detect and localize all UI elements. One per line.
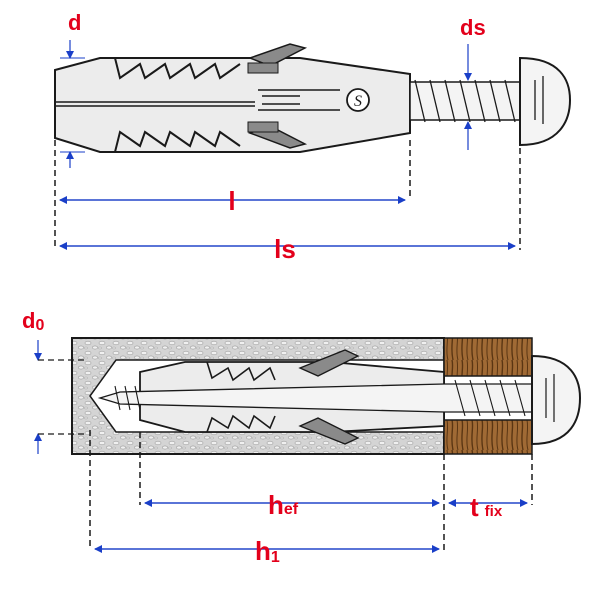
plug-body-top: [54, 57, 411, 153]
label-h1: h1: [255, 536, 280, 566]
dimension-hef: hef: [144, 490, 440, 520]
svg-text:S: S: [354, 93, 362, 110]
wood-fixture-upper: [443, 337, 533, 377]
s-logo-icon: [346, 88, 370, 112]
plug-teeth-lower: [114, 130, 241, 153]
top-drawing: S d ds l ls: [54, 10, 572, 264]
label-d: d: [68, 10, 81, 35]
label-l: l: [228, 186, 235, 216]
label-d0: d0: [22, 308, 44, 334]
dimension-l: l: [59, 186, 406, 216]
dimension-ls: ls: [59, 234, 516, 264]
screw-head-bottom: [531, 354, 582, 446]
screw-head-top: [519, 56, 572, 147]
dimension-h1: h1: [94, 536, 440, 566]
label-hef: hef: [268, 490, 299, 520]
label-ls: ls: [274, 234, 296, 264]
plug-teeth-upper: [114, 57, 241, 80]
label-ds: ds: [460, 15, 486, 40]
wood-fixture-lower: [443, 419, 533, 455]
